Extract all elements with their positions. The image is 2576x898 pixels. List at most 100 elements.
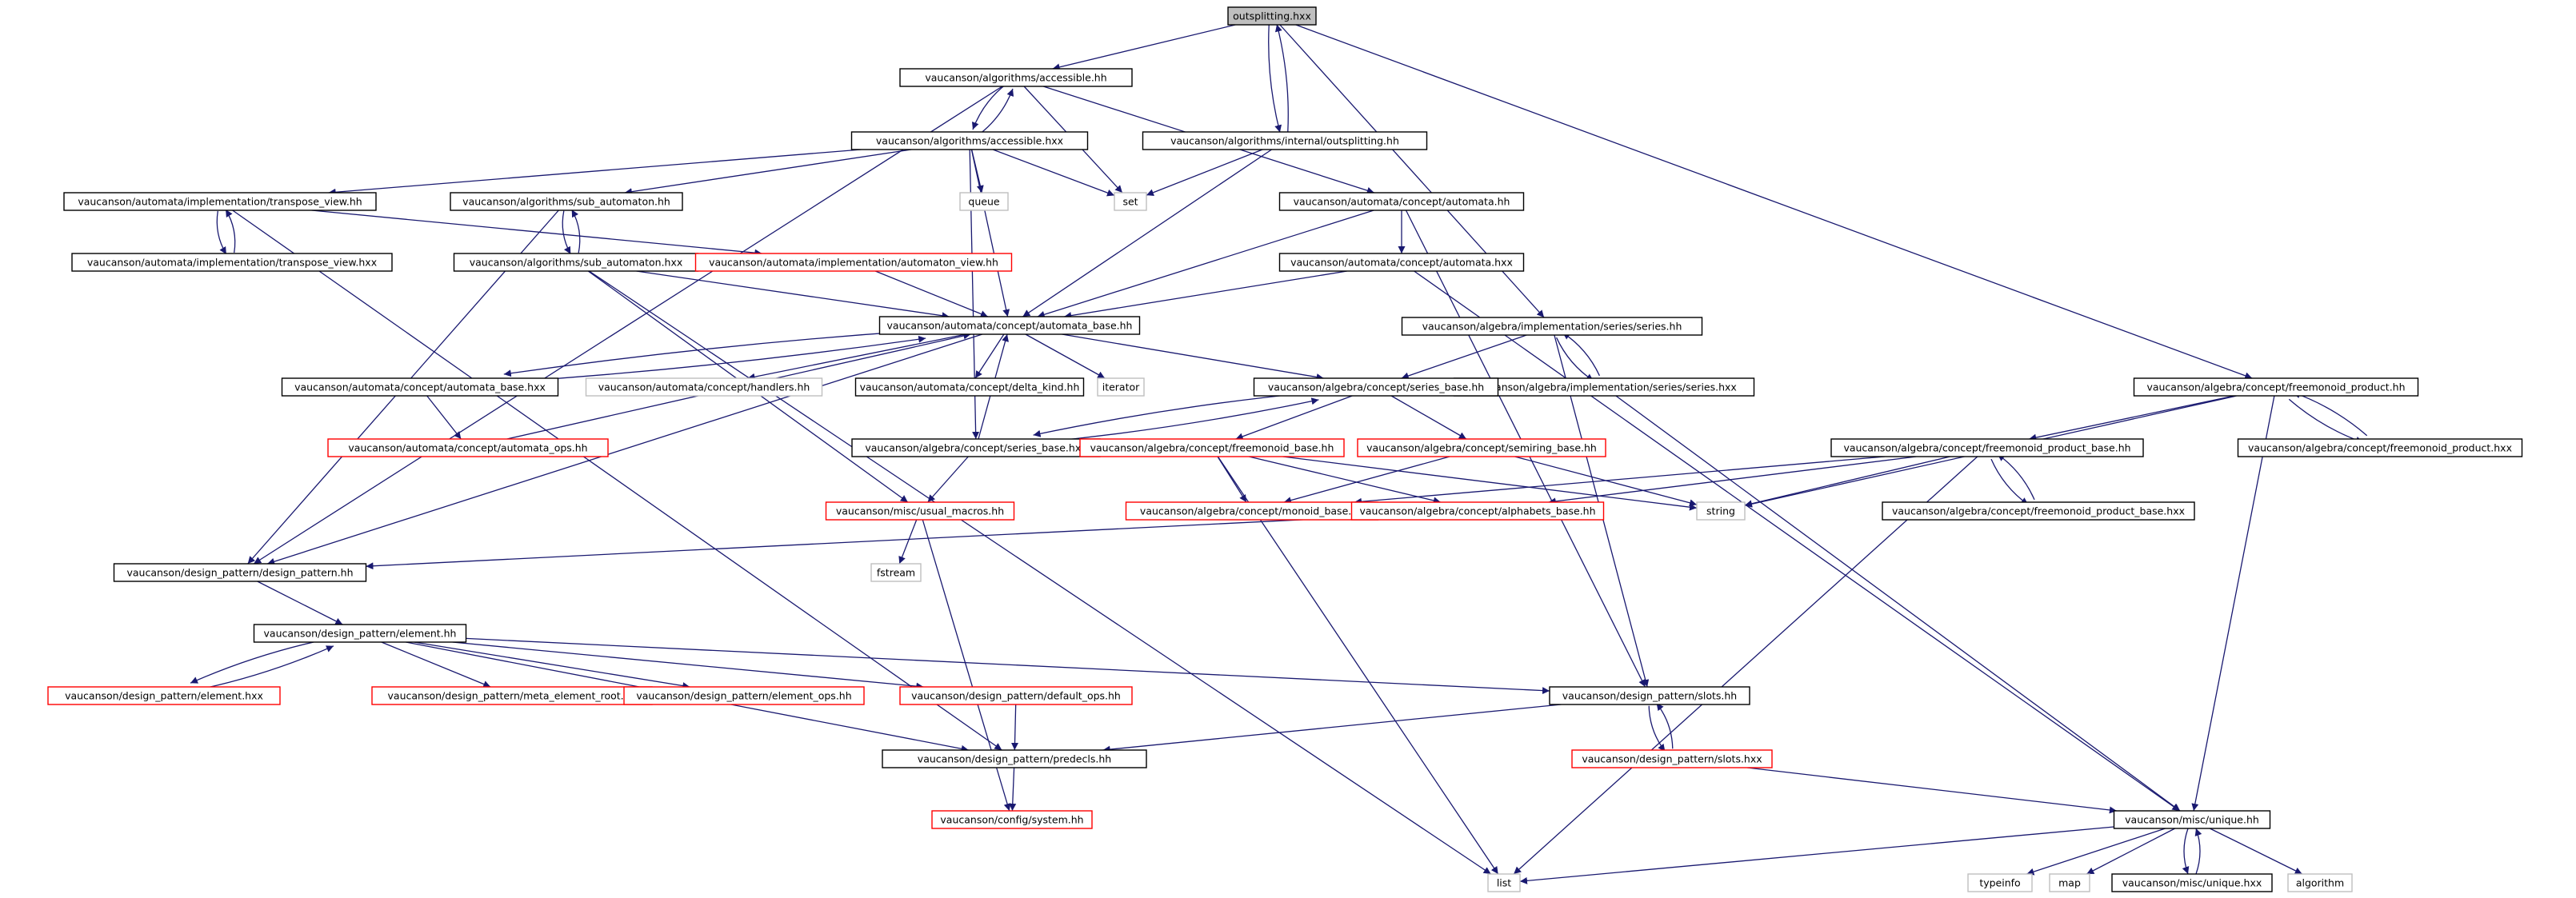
node-unique-hxx[interactable]: vaucanson/misc/unique.hxx [2111,873,2273,892]
node-box [1401,317,1703,336]
node-algorithm[interactable]: algorithm [2287,873,2353,892]
node-fstream[interactable]: fstream [870,563,922,582]
edge-fmpb_hh-to-fmpb_hxx [1990,458,2029,505]
node-abase-hh[interactable]: vaucanson/automata/concept/automata_base… [878,316,1141,335]
edge-acc_hxx-to-sub_hh [624,149,912,196]
node-label: vaucanson/automata/concept/handlers.hh [598,381,810,393]
edge-fmprod_hh-to-fmprod_hxx [2288,398,2363,444]
node-automata-hh[interactable]: vaucanson/automata/concept/automata.hh [1278,192,1525,211]
node-series-hxx[interactable]: vaucanson/algebra/implementation/series/… [1453,377,1755,397]
node-fmprod-hh[interactable]: vaucanson/algebra/concept/freemonoid_pro… [2133,377,2419,397]
edge-automata_hxx-to-abase_hh [1064,270,1347,320]
node-box [1830,438,2144,457]
edge-abase_hxx-to-abase_hh [504,335,926,383]
edge-alpha-to-dp [366,517,1352,570]
nodes-layer: outsplitting.hxx vaucanson/algorithms/acc… [47,6,2523,892]
node-box [63,192,377,211]
node-aops[interactable]: vaucanson/automata/concept/automata_ops.… [327,438,609,457]
node-acc-hh[interactable]: vaucanson/algorithms/accessible.hh [899,68,1133,87]
edge-sub_hxx-to-sub_hh [571,209,581,253]
node-queue[interactable]: queue [959,192,1009,211]
node-abase-hxx[interactable]: vaucanson/automata/concept/automata_base… [281,377,559,397]
node-label: vaucanson/automata/implementation/automa… [709,257,998,269]
node-list[interactable]: list [1487,873,1521,892]
node-automata-hxx[interactable]: vaucanson/automata/concept/automata.hxx [1278,253,1525,272]
node-fmbase[interactable]: vaucanson/algebra/concept/freemonoid_bas… [1079,438,1345,457]
edge-int_outsplit-to-set [1146,149,1263,196]
node-box [1278,253,1525,272]
edge-abase_hh-to-abase_hxx [503,329,926,377]
node-sbase-hh[interactable]: vaucanson/algebra/concept/series_base.hh [1253,377,1499,397]
node-label: vaucanson/automata/concept/automata_base… [294,381,546,393]
node-tv-hxx[interactable]: vaucanson/automata/implementation/transp… [71,253,393,272]
node-system[interactable]: vaucanson/config/system.hh [931,810,1093,829]
node-semiring[interactable]: vaucanson/algebra/concept/semiring_base.… [1357,438,1606,457]
edge-root-to-series_hh [1279,24,1545,318]
node-box [1487,873,1521,892]
node-label: typeinfo [1979,877,2020,889]
node-label: vaucanson/automata/concept/automata.hh [1294,196,1510,208]
node-aview[interactable]: vaucanson/automata/implementation/automa… [694,253,1013,272]
node-alpha[interactable]: vaucanson/algebra/concept/alphabets_base… [1350,501,1605,521]
node-handlers[interactable]: vaucanson/automata/concept/handlers.hh [585,377,823,397]
node-set[interactable]: set [1114,192,1147,211]
edge-fmbase-to-alpha [1249,456,1441,505]
node-label: vaucanson/algebra/concept/freemonoid_pro… [2248,442,2512,454]
edge-sub_hh-to-sub_hxx [562,210,571,255]
node-acc-hxx[interactable]: vaucanson/algorithms/accessible.hxx [850,131,1089,150]
node-label: vaucanson/algorithms/sub_automaton.hh [462,196,670,208]
node-box [854,377,1085,397]
edge-acc_hxx-to-set [992,149,1115,197]
node-defops[interactable]: vaucanson/design_pattern/default_ops.hh [899,686,1133,705]
edge-int_outsplit-to-root [1274,24,1289,132]
node-fmprod-hxx[interactable]: vaucanson/algebra/concept/freemonoid_pro… [2237,438,2523,457]
node-predecls[interactable]: vaucanson/design_pattern/predecls.hh [882,749,1147,768]
node-unique-hh[interactable]: vaucanson/misc/unique.hh [2113,810,2271,829]
node-el-hh[interactable]: vaucanson/design_pattern/element.hh [253,624,467,643]
edge-fmbase-to-string [1282,456,1698,511]
node-label: vaucanson/algorithms/accessible.hxx [876,135,1063,147]
node-box [1079,438,1345,457]
node-iterator[interactable]: iterator [1097,377,1145,397]
node-typeinfo[interactable]: typeinfo [1967,873,2033,892]
node-string[interactable]: string [1696,501,1746,521]
edge-root-to-acc_hh [1052,24,1236,71]
node-label: vaucanson/automata/concept/automata.hxx [1290,257,1513,269]
node-box [959,192,1009,211]
edge-slots_hh-to-predecls [1102,704,1562,753]
node-delta[interactable]: vaucanson/automata/concept/delta_kind.hh [854,377,1085,397]
node-fmpb-hh[interactable]: vaucanson/algebra/concept/freemonoid_pro… [1830,438,2144,457]
node-tv-hh[interactable]: vaucanson/automata/implementation/transp… [63,192,377,211]
node-monoid[interactable]: vaucanson/algebra/concept/monoid_base.hh [1125,501,1379,521]
node-usual[interactable]: vaucanson/misc/usual_macros.hh [825,501,1015,521]
node-int-outsplit[interactable]: vaucanson/algorithms/internal/outsplitti… [1142,131,1428,150]
node-box [1696,501,1746,521]
node-label: vaucanson/algebra/concept/alphabets_base… [1359,505,1595,517]
node-sub-hxx[interactable]: vaucanson/algorithms/sub_automaton.hxx [453,253,699,272]
node-label: vaucanson/design_pattern/predecls.hh [918,753,1111,765]
node-slots-hh[interactable]: vaucanson/design_pattern/slots.hh [1549,686,1750,705]
edge-tv_hh-to-predecls [232,210,1002,751]
edge-fmprod_hh-to-unique_hh [2191,395,2275,812]
edge-sbase_hh-to-semiring [1390,395,1467,440]
node-map[interactable]: map [2049,873,2090,892]
node-sbase-hxx[interactable]: vaucanson/algebra/concept/series_base.hx… [851,438,1101,457]
node-dp[interactable]: vaucanson/design_pattern/design_pattern.… [113,563,367,582]
edge-acc_hxx-to-acc_hh [978,88,1014,135]
node-label: outsplitting.hxx [1233,10,1311,22]
node-label: vaucanson/design_pattern/design_pattern.… [126,567,353,579]
node-box [113,563,367,582]
node-fmpb-hxx[interactable]: vaucanson/algebra/concept/freemonoid_pro… [1882,501,2195,521]
node-series-hh[interactable]: vaucanson/algebra/implementation/series/… [1401,317,1703,336]
node-elops[interactable]: vaucanson/design_pattern/element_ops.hh [623,686,865,705]
edge-slots_hxx-to-slots_hh [1656,702,1674,749]
node-root: outsplitting.hxx [1227,6,1317,26]
node-box [2133,377,2419,397]
edge-el_hh-to-defops [452,641,924,690]
node-sub-hh[interactable]: vaucanson/algorithms/sub_automaton.hh [450,192,683,211]
node-el-hxx[interactable]: vaucanson/design_pattern/element.hxx [47,686,281,705]
node-slots-hxx[interactable]: vaucanson/design_pattern/slots.hxx [1571,749,1773,768]
node-meta[interactable]: vaucanson/design_pattern/meta_element_ro… [371,686,653,705]
node-box [870,563,922,582]
